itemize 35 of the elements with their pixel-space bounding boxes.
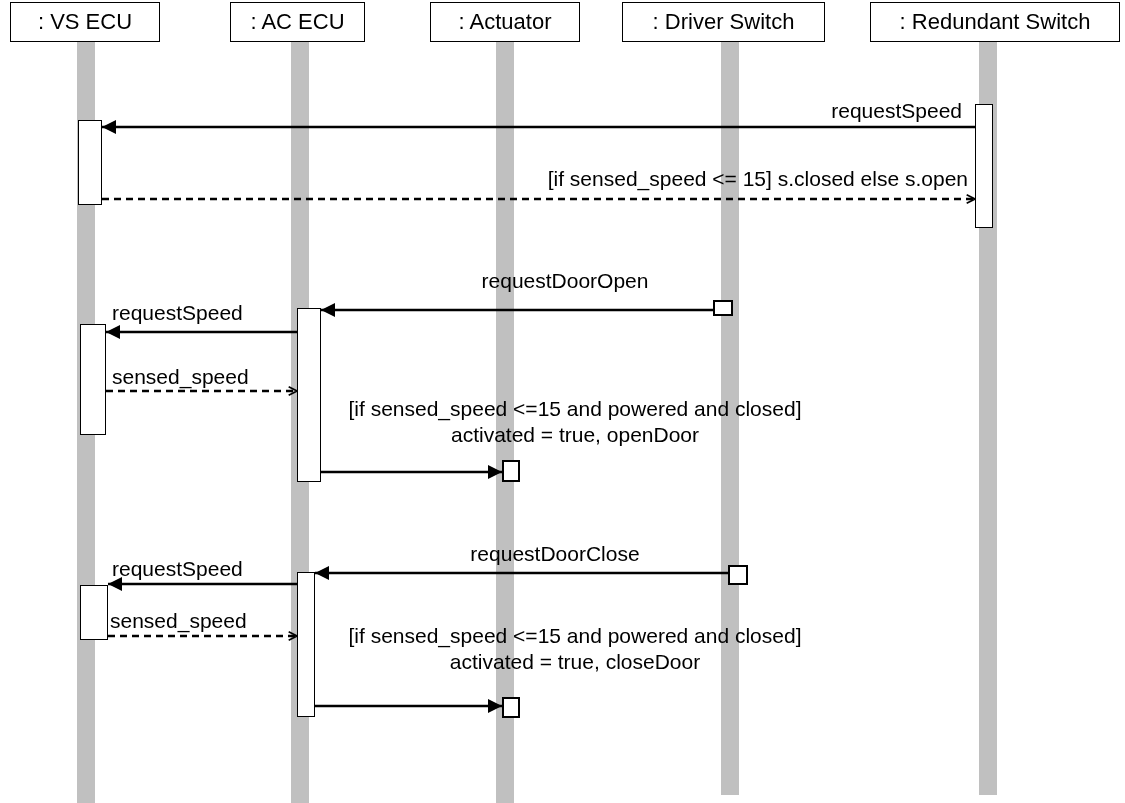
- return-message-arrow: [106, 386, 298, 396]
- participant-box: : AC ECU: [230, 2, 365, 42]
- message-arrow: [102, 120, 975, 134]
- message-arrow: [315, 566, 728, 580]
- message-label: [if sensed_speed <= 15] s.closed else s.open: [546, 166, 968, 192]
- message-label: requestDoorOpen: [480, 268, 650, 294]
- message-label: requestSpeed: [112, 300, 243, 326]
- message-arrow: [108, 577, 297, 591]
- message-label: [if sensed_speed <=15 and powered and closed] activated = true, openDoor: [347, 396, 803, 448]
- participant-box: : Redundant Switch: [870, 2, 1120, 42]
- message-arrow: [321, 303, 713, 317]
- activation-bar: [80, 324, 106, 435]
- return-message-arrow: [108, 631, 298, 641]
- activation-box: [502, 460, 520, 482]
- message-label: requestSpeed: [830, 98, 962, 124]
- return-message-arrow: [102, 194, 976, 204]
- message-label: sensed_speed: [112, 364, 249, 390]
- message-label: requestDoorClose: [469, 541, 641, 567]
- activation-bar: [80, 585, 108, 640]
- participant-box: : VS ECU: [10, 2, 160, 42]
- message-label: [if sensed_speed <=15 and powered and closed] activated = true, closeDoor: [347, 623, 803, 675]
- message-label: sensed_speed: [110, 608, 247, 634]
- message-label: requestSpeed: [112, 556, 243, 582]
- activation-box: [502, 697, 520, 718]
- message-arrow: [315, 699, 502, 713]
- activation-box: [713, 300, 733, 316]
- activation-box: [728, 565, 748, 585]
- activation-bar: [297, 308, 321, 482]
- message-arrow: [106, 325, 297, 339]
- activation-bar: [297, 572, 315, 717]
- participant-box: : Actuator: [430, 2, 580, 42]
- activation-bar: [78, 120, 102, 205]
- participant-box: : Driver Switch: [622, 2, 825, 42]
- message-arrow: [321, 465, 502, 479]
- activation-bar: [975, 104, 993, 228]
